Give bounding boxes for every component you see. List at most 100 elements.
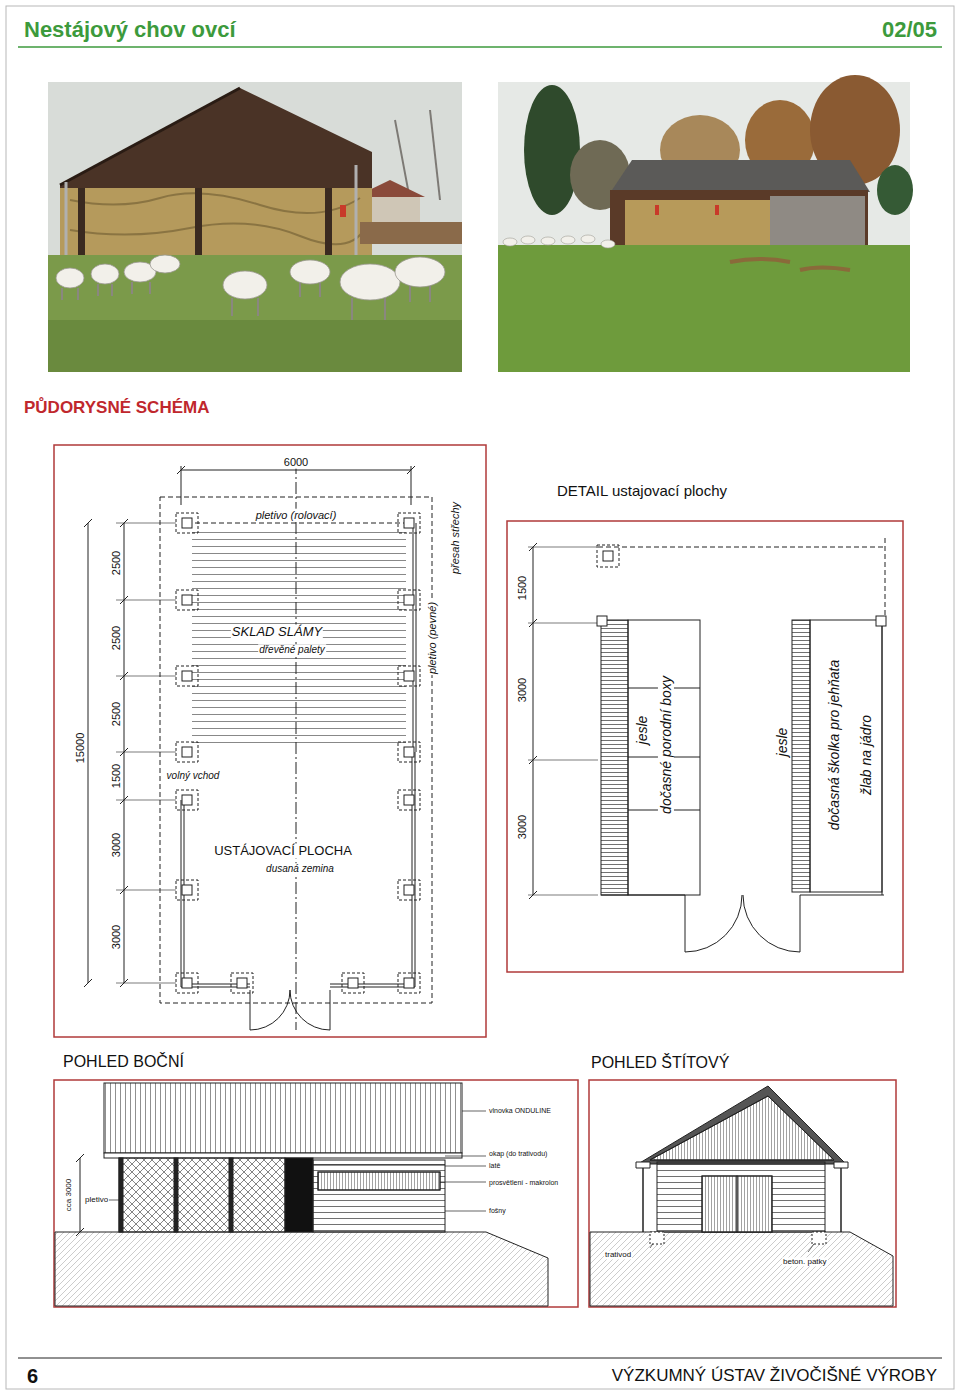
photo-barn-right-part-part bbox=[521, 236, 535, 244]
photo-barn-right-part bbox=[625, 200, 770, 250]
plan-drawing-part bbox=[116, 523, 176, 983]
photo-barn-left-part bbox=[70, 193, 365, 244]
gable-view-drawing-part bbox=[650, 1096, 834, 1160]
photo-barn-left-part bbox=[430, 110, 440, 200]
publisher-name: VÝZKUMNÝ ÚSTAV ŽIVOČIŠNÉ VÝROBY bbox=[611, 1366, 938, 1386]
plan-drawing-part bbox=[413, 523, 416, 752]
side-view-drawing-part bbox=[318, 1172, 440, 1190]
gable-view-drawing bbox=[589, 1080, 896, 1307]
photo-barn-left-part-part bbox=[290, 260, 330, 284]
plan-drawing-part bbox=[187, 523, 409, 524]
gable-view-drawing-part bbox=[590, 1232, 893, 1306]
photo-barn-left-part bbox=[48, 320, 462, 372]
plan-posts-part-part bbox=[398, 790, 420, 810]
photo-barn-left-part bbox=[62, 282, 430, 320]
plan-posts-part bbox=[182, 518, 192, 528]
photo-barn-left-part-part bbox=[150, 255, 180, 273]
plan-posts-part bbox=[404, 518, 414, 528]
area-name: USTÁJOVACÍ PLOCHA bbox=[213, 844, 353, 859]
area-note: dřevěné palety bbox=[258, 644, 326, 656]
dimension: 3000 bbox=[516, 677, 529, 703]
plan-posts-part-part bbox=[398, 973, 420, 993]
plan-posts-part bbox=[237, 978, 247, 988]
plan-posts-part bbox=[348, 978, 358, 988]
area-name: SKLAD SLÁMY bbox=[231, 625, 323, 640]
side-view-drawing-part bbox=[229, 1158, 233, 1232]
plan-posts-part-part bbox=[398, 513, 420, 533]
photo-barn-right-part bbox=[612, 160, 870, 192]
plan-drawing-part bbox=[181, 752, 415, 987]
detail-drawing-part bbox=[528, 547, 598, 895]
photo-barn-left bbox=[48, 82, 462, 372]
plan-posts-part bbox=[404, 885, 414, 895]
fence-note: pletivo (rolovací) bbox=[255, 509, 338, 522]
plan-posts-part-part bbox=[176, 666, 198, 686]
plan-posts-part-part bbox=[176, 880, 198, 900]
gable-view-drawing-part bbox=[650, 1236, 820, 1252]
plan-posts-part-part bbox=[176, 742, 198, 762]
plan-drawing-part bbox=[54, 445, 486, 1037]
page-border-part bbox=[18, 46, 942, 48]
gable-view-drawing-part bbox=[650, 1232, 664, 1244]
side-view-drawing bbox=[54, 1080, 578, 1307]
photo-barn-right-part-part bbox=[541, 237, 555, 245]
detail-drawing-part bbox=[597, 545, 619, 567]
dimension: 1500 bbox=[516, 575, 529, 601]
side-view-drawing-part bbox=[119, 1158, 123, 1232]
photo-barn-left-part bbox=[48, 82, 462, 372]
gable-view-drawing-part bbox=[643, 1168, 841, 1232]
page-number: 6 bbox=[26, 1365, 39, 1388]
photo-barn-left-part bbox=[60, 88, 372, 190]
detail-drawing-part bbox=[792, 620, 810, 892]
page-title: Nestájový chov ovcí bbox=[23, 17, 237, 42]
plan-posts-part bbox=[404, 671, 414, 681]
side-view-drawing-part bbox=[318, 1172, 440, 1190]
photo-barn-left-part-part bbox=[340, 264, 400, 300]
gable-view-drawing-part bbox=[657, 1162, 825, 1232]
page-border-part bbox=[6, 6, 954, 1389]
plan-drawing-part bbox=[120, 519, 128, 987]
photo-barn-left-part-part bbox=[56, 268, 84, 288]
side-view-drawing-part bbox=[313, 1160, 445, 1232]
photo-barn-left-part bbox=[56, 255, 445, 300]
view-heading: POHLED BOČNÍ bbox=[62, 1053, 185, 1071]
plan-posts-part-part bbox=[231, 973, 253, 993]
photo-barn-right-part bbox=[655, 205, 659, 215]
plan-posts bbox=[176, 513, 420, 993]
side-view-drawing-part bbox=[76, 1154, 84, 1236]
trough-note: žlab na jádro bbox=[858, 714, 874, 796]
plan-posts-part-part bbox=[342, 973, 364, 993]
side-view-drawing-part bbox=[119, 1158, 285, 1232]
dimension: 3000 bbox=[110, 924, 123, 950]
dimension: 6000 bbox=[283, 456, 309, 469]
photo-barn-left-part-part bbox=[395, 257, 445, 287]
plan-drawing-part bbox=[181, 984, 415, 987]
plan-posts-part bbox=[182, 795, 192, 805]
feeder-note: jesle bbox=[774, 727, 790, 758]
photo-barn-left-part bbox=[60, 88, 240, 185]
detail-drawing-part bbox=[507, 521, 903, 972]
detail-drawing-part bbox=[601, 620, 628, 895]
section-heading: PŮDORYSNÉ SCHÉMA bbox=[23, 398, 210, 418]
part-note: trativod bbox=[604, 1250, 632, 1259]
gable-view-drawing-part bbox=[737, 1176, 772, 1232]
plan-posts-part-part bbox=[176, 973, 198, 993]
detail-drawing-part bbox=[876, 616, 886, 626]
photo-barn-right-part bbox=[498, 245, 910, 372]
photo-barn-right-part bbox=[524, 85, 580, 215]
photo-barn-left-part-part bbox=[91, 264, 119, 284]
plan-drawing-part bbox=[192, 527, 406, 745]
plan-posts-part bbox=[182, 885, 192, 895]
photo-barn-right bbox=[498, 75, 913, 372]
photo-barn-right-part-part bbox=[561, 236, 575, 244]
dimension: 1500 bbox=[110, 763, 123, 789]
dimension: 3000 bbox=[516, 814, 529, 840]
part-note: beton. patky bbox=[782, 1257, 828, 1266]
gable-view-drawing-part bbox=[702, 1176, 737, 1232]
gable-view-drawing-part bbox=[589, 1080, 896, 1307]
detail-drawing-part bbox=[533, 547, 534, 895]
plan-posts-part-part bbox=[398, 666, 420, 686]
dimension: 2500 bbox=[110, 550, 123, 576]
side-view-drawing-part bbox=[285, 1158, 313, 1232]
